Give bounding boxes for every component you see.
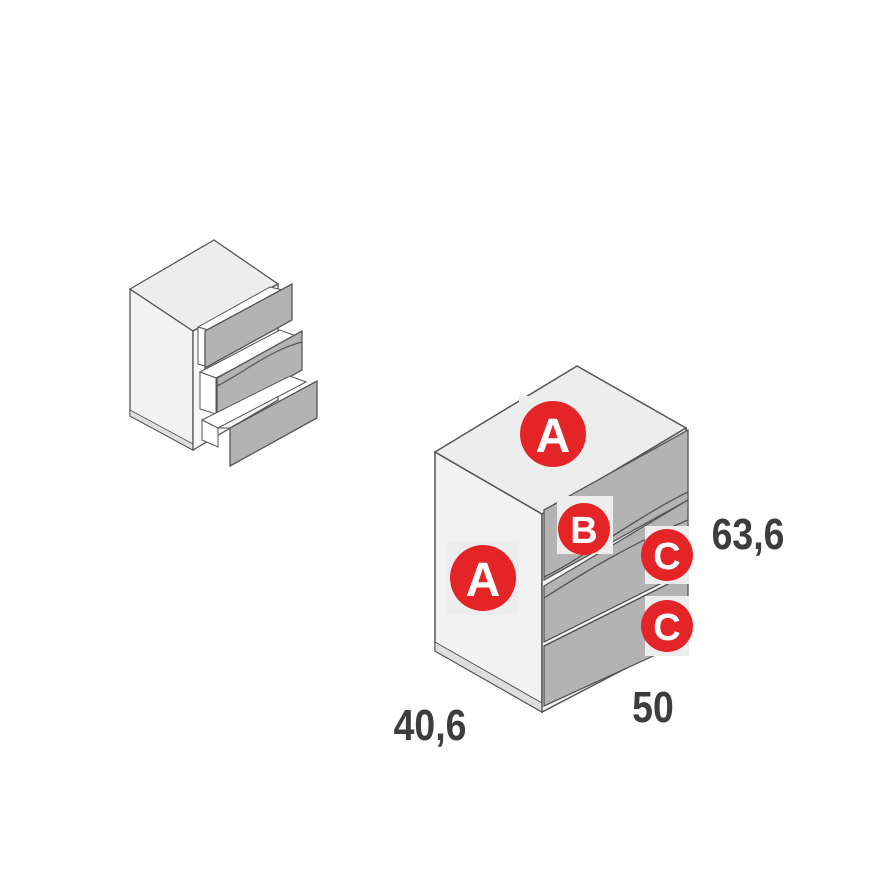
badge-drawer-b-circle bbox=[558, 503, 610, 555]
small-drawer-2-handle-curve bbox=[216, 341, 303, 387]
small-drawer-2-front bbox=[216, 329, 303, 420]
badge-top-a-label: A bbox=[536, 410, 571, 463]
small-drawer-1-front bbox=[204, 282, 293, 370]
small-drawer-1 bbox=[196, 282, 293, 370]
badge-drawer-c-bottom: C bbox=[641, 596, 693, 656]
small-drawer-2 bbox=[198, 329, 303, 420]
dimension-width: 50 bbox=[632, 682, 674, 732]
dimension-height: 63,6 bbox=[712, 509, 785, 559]
badge-drawer-c-middle-circle bbox=[641, 529, 693, 581]
small-drawer-2-side bbox=[199, 371, 217, 415]
small-drawer-3-side bbox=[201, 419, 219, 448]
small-drawer-3 bbox=[200, 375, 318, 468]
badge-side-a: A bbox=[447, 541, 519, 615]
large-drawer-bottom-top-edge bbox=[543, 573, 689, 647]
badge-drawer-b: B bbox=[557, 496, 613, 555]
badge-drawer-b-label: B bbox=[570, 510, 597, 552]
badge-top-a: A bbox=[519, 396, 591, 470]
badge-side-a-circle bbox=[450, 545, 516, 611]
small-dresser-open-drawers bbox=[128, 239, 318, 468]
badge-drawer-c-middle-label: C bbox=[653, 536, 680, 578]
badge-top-a-circle bbox=[520, 401, 586, 467]
badge-drawer-c-bottom-circle bbox=[641, 600, 693, 652]
small-drawer-3-front bbox=[229, 379, 318, 468]
badge-drawer-c-middle: C bbox=[641, 526, 693, 584]
badge-side-a-label: A bbox=[466, 554, 501, 607]
badge-drawer-c-bottom-label: C bbox=[653, 607, 680, 649]
dimension-depth: 40,6 bbox=[394, 700, 467, 750]
